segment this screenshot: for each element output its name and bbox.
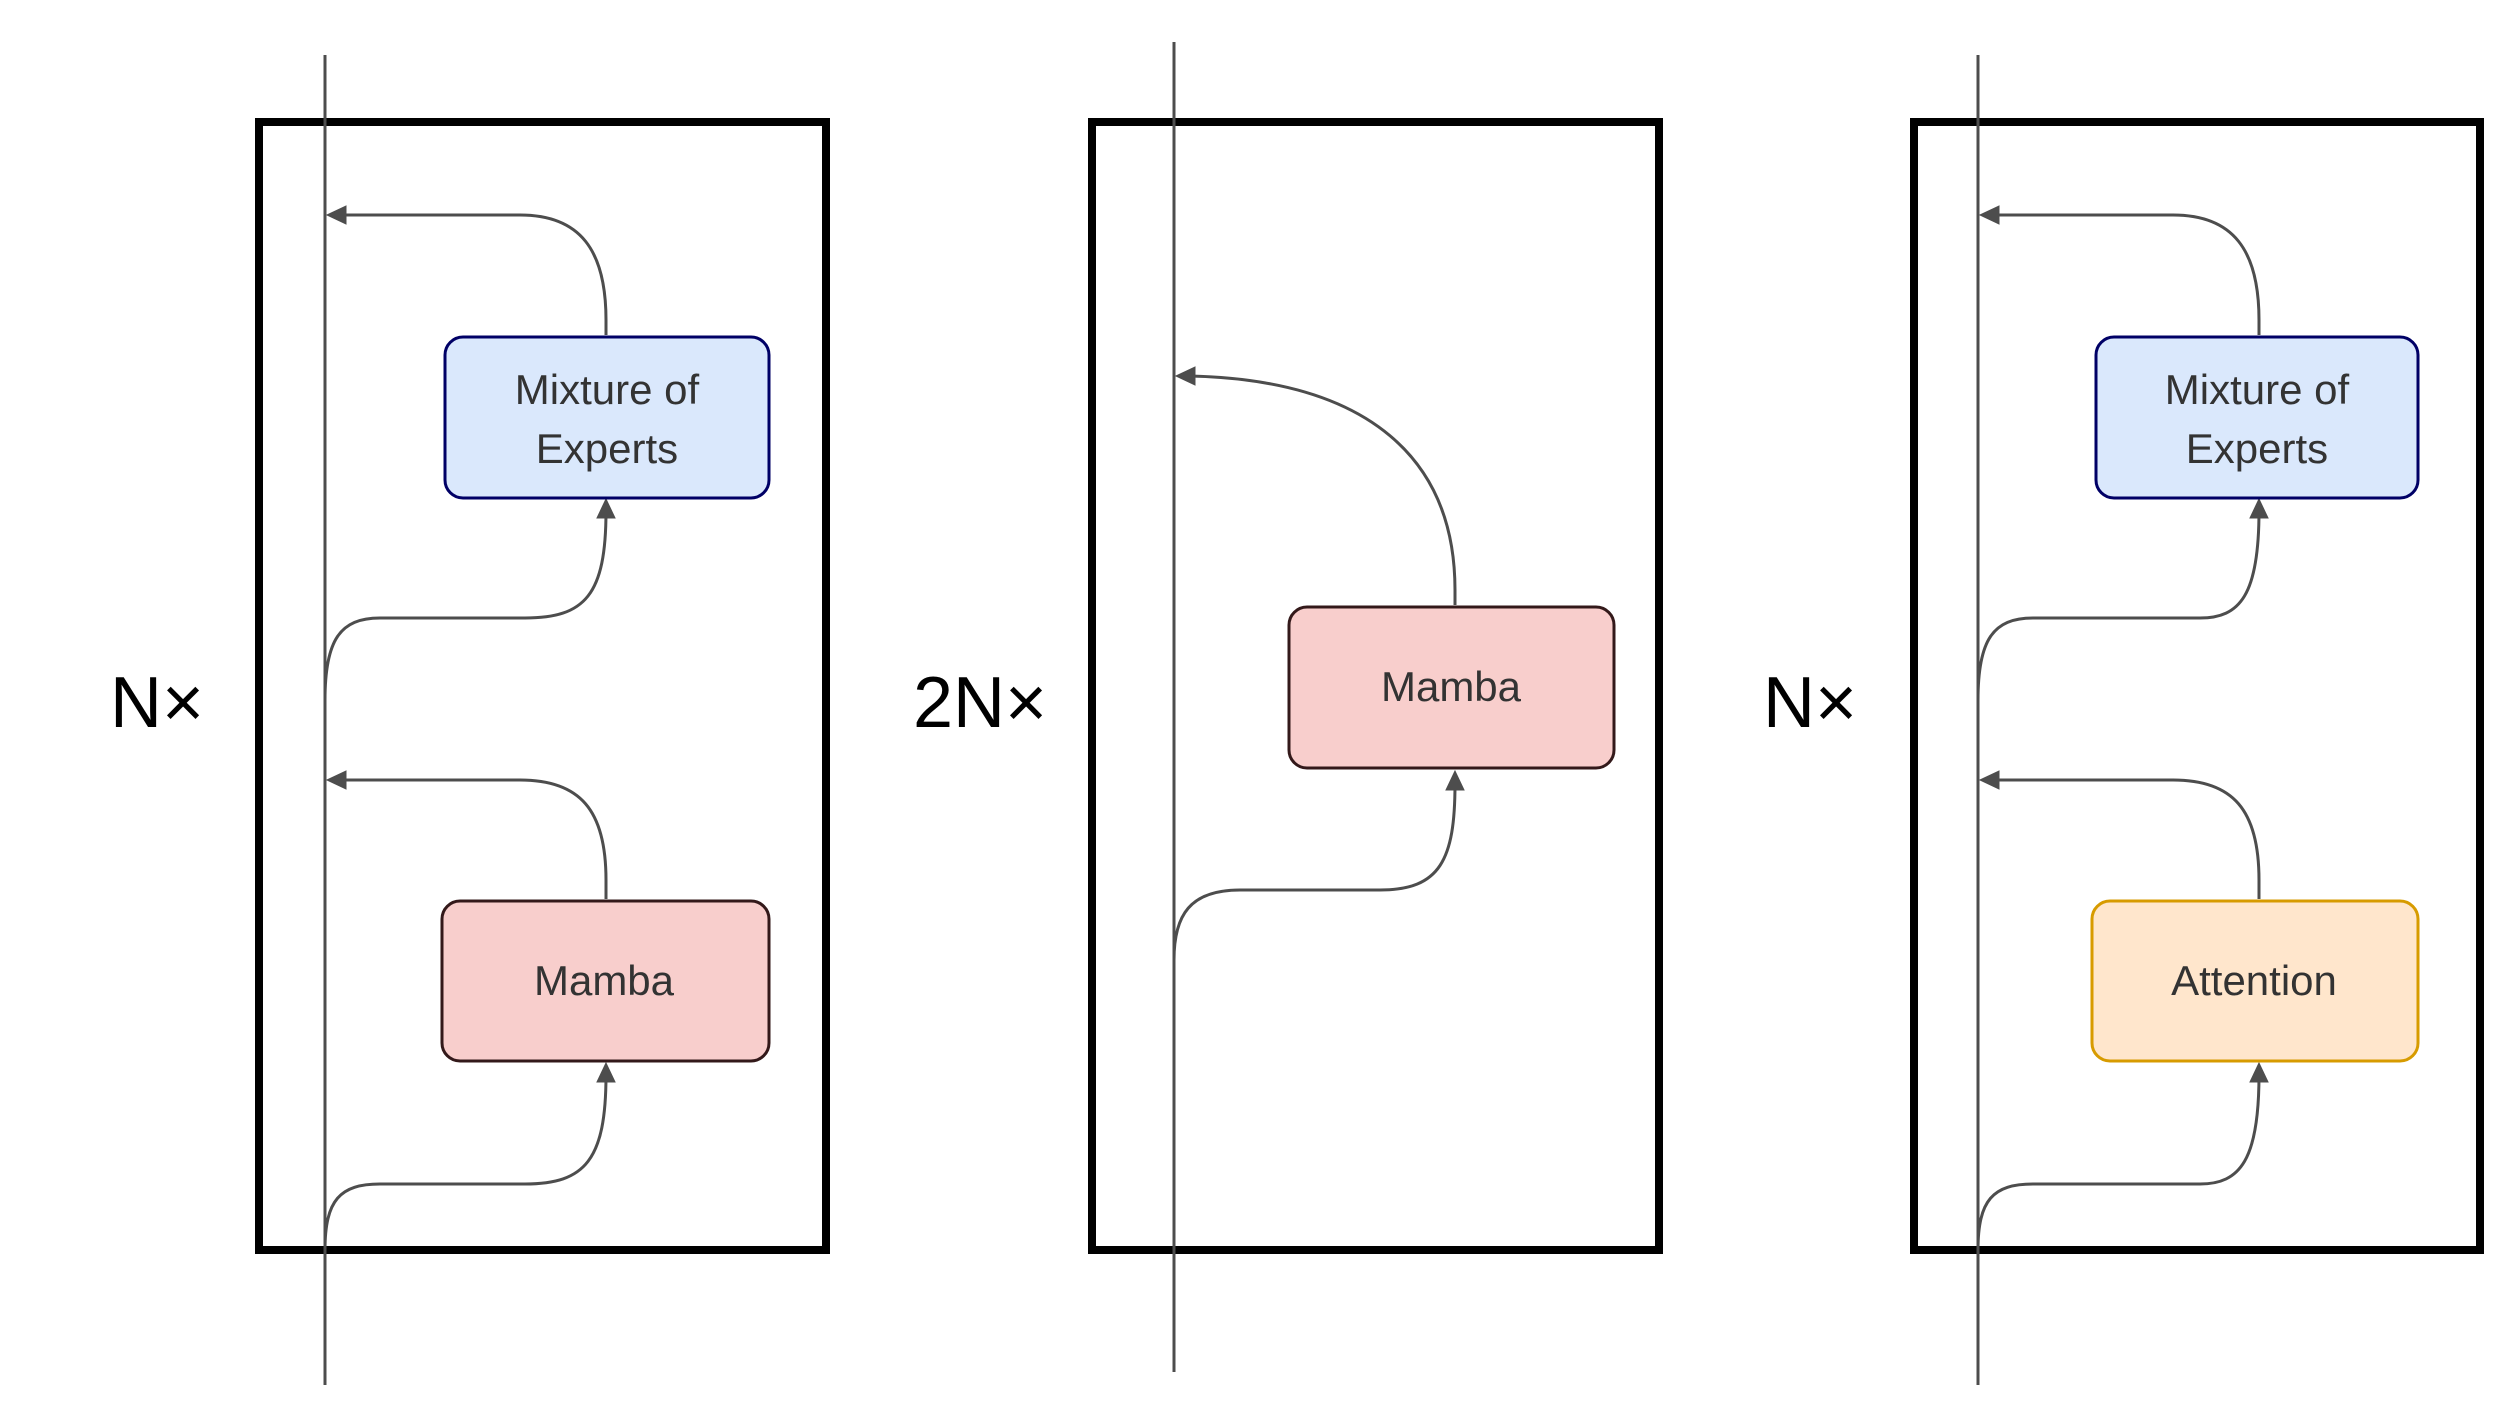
mamba-label-1: Mamba bbox=[534, 957, 675, 1004]
moe-output-3 bbox=[1993, 213, 2261, 335]
block-2-frame bbox=[1088, 118, 1663, 1254]
moe-label-1-line2: Experts bbox=[536, 425, 678, 472]
attention-output-3 bbox=[1993, 778, 2261, 899]
moe-label-3: Mixture of bbox=[2165, 366, 2350, 413]
arrowhead-moe-to-residual-3 bbox=[1978, 205, 2000, 225]
arrowhead-moe-to-residual-1 bbox=[325, 205, 347, 225]
moe-output-1 bbox=[340, 213, 608, 335]
attention-label-3: Attention bbox=[2171, 957, 2337, 1004]
arrowhead-into-moe-1 bbox=[596, 497, 616, 519]
branch-to-moe-3 bbox=[1976, 510, 2261, 701]
branch-to-mamba-1 bbox=[323, 1074, 608, 1251]
block-3-frame bbox=[1910, 118, 2484, 1254]
arrowhead-attention-to-residual-3 bbox=[1978, 770, 2000, 790]
moe-label-1: Mixture of bbox=[515, 366, 700, 413]
repeat-label-block-1: N× bbox=[110, 663, 204, 743]
arrowhead-mamba-to-residual-1 bbox=[325, 770, 347, 790]
arrowhead-mamba-to-residual-2 bbox=[1174, 366, 1196, 386]
moe-label-3-line2: Experts bbox=[2186, 425, 2328, 472]
arrowhead-into-attention-3 bbox=[2249, 1061, 2269, 1083]
mamba-module-2 bbox=[1287, 605, 1616, 770]
arrowhead-into-moe-3 bbox=[2249, 497, 2269, 519]
repeat-label-block-2: 2N× bbox=[913, 663, 1047, 743]
block-1-frame bbox=[255, 118, 830, 1254]
moe-module-1 bbox=[443, 335, 771, 500]
arrowhead-into-mamba-2 bbox=[1445, 769, 1465, 791]
mamba-output-2 bbox=[1189, 374, 1457, 605]
block-2: 2N× Mamba bbox=[913, 42, 1663, 1372]
repeat-label-block-3: N× bbox=[1763, 663, 1857, 743]
mamba-module-1 bbox=[440, 899, 771, 1063]
mamba-label-2: Mamba bbox=[1381, 663, 1522, 710]
branch-to-moe-1 bbox=[323, 510, 608, 701]
block-1: N× Mamba Mixture of Experts bbox=[110, 55, 830, 1385]
block-3: N× Attention Mixture of Experts bbox=[1763, 55, 2484, 1385]
moe-module-3 bbox=[2094, 335, 2420, 500]
mamba-output-1 bbox=[340, 778, 608, 899]
arrowhead-into-mamba-1 bbox=[596, 1061, 616, 1083]
branch-to-attention-3 bbox=[1976, 1074, 2261, 1251]
attention-module-3 bbox=[2090, 899, 2420, 1063]
branch-to-mamba-2 bbox=[1172, 783, 1457, 961]
